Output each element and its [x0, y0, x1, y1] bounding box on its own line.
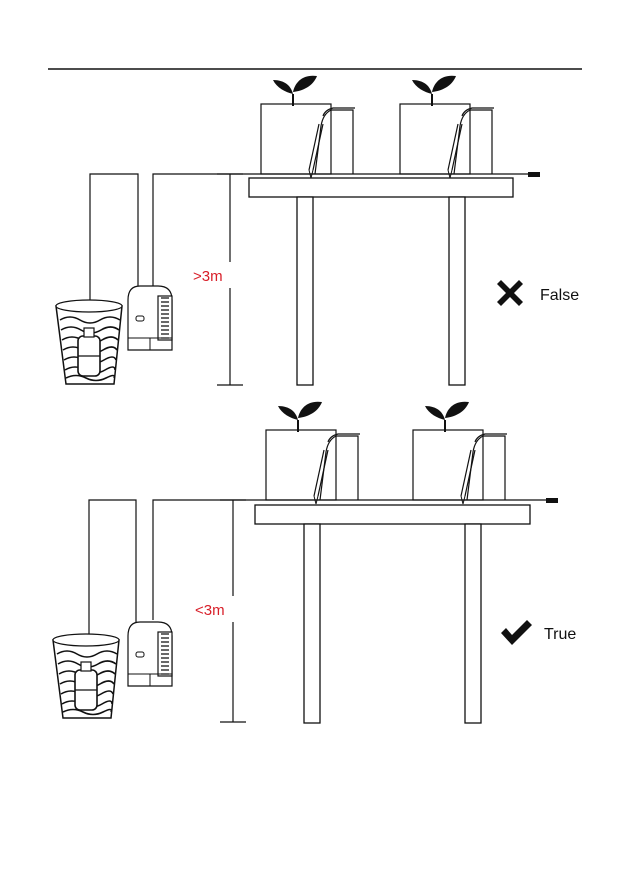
- cross-icon: [497, 280, 523, 306]
- pump-controller: [128, 622, 172, 686]
- pot-right: [400, 104, 494, 178]
- water-bucket: [53, 634, 119, 718]
- pot-left: [266, 430, 360, 504]
- verdict-label: True: [544, 626, 576, 643]
- table-top: [255, 505, 530, 723]
- pot-right: [413, 430, 507, 504]
- hose-end-cap: [528, 172, 540, 177]
- height-label: >3m: [193, 268, 223, 285]
- plant-left: [273, 76, 317, 106]
- scenario-too-high: >3m False: [56, 76, 579, 385]
- check-icon: [501, 620, 532, 645]
- plant-left: [278, 402, 322, 432]
- hose-end-cap: [546, 498, 558, 503]
- water-bucket: [56, 300, 122, 384]
- plant-right: [412, 76, 456, 106]
- pot-left: [261, 104, 355, 178]
- verdict-label: False: [540, 287, 579, 304]
- pump-controller: [128, 286, 172, 350]
- height-label: <3m: [195, 602, 225, 619]
- table-top: [249, 178, 513, 385]
- scenario-ok-height: <3m True: [53, 402, 576, 723]
- plant-right: [425, 402, 469, 432]
